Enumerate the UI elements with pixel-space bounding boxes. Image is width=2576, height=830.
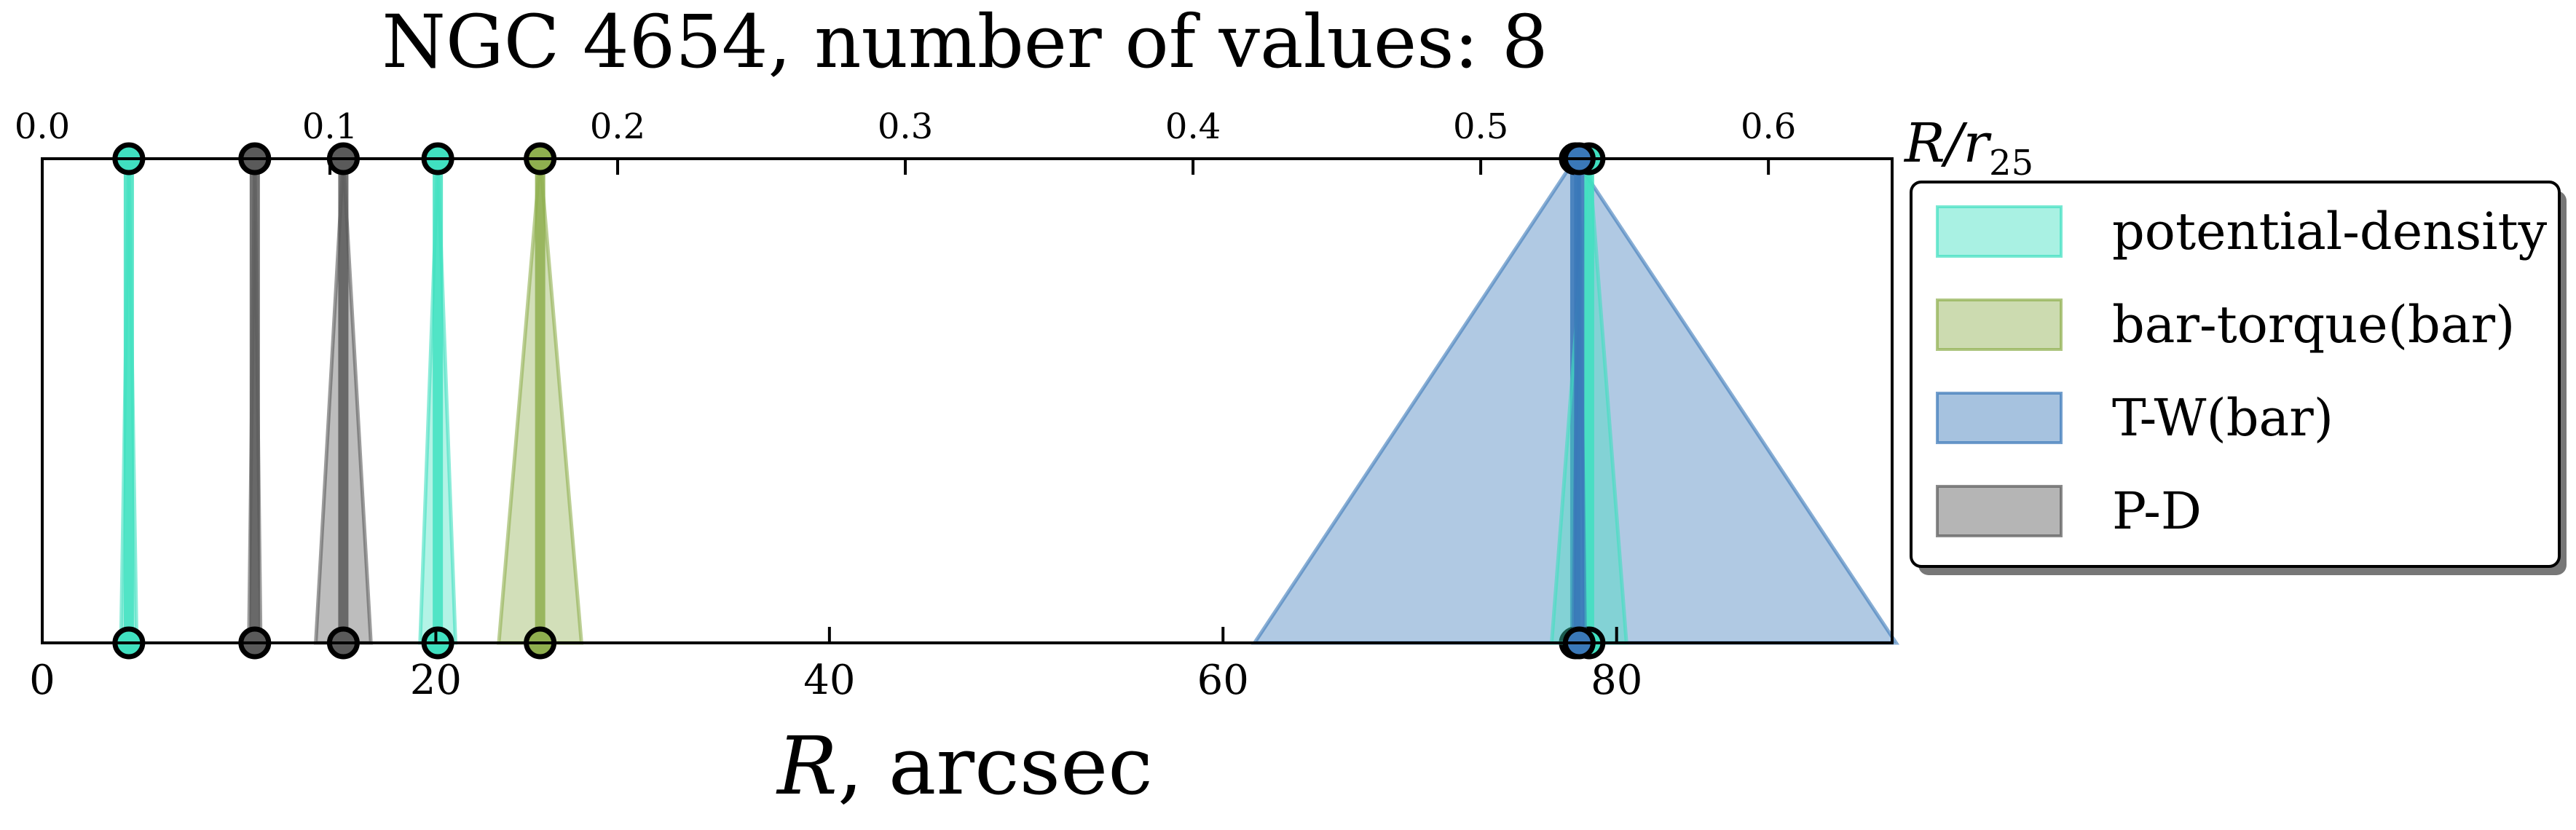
- x-tick-label-0: 0: [29, 657, 55, 704]
- x-tick-label-4: 80: [1591, 657, 1642, 704]
- x2-tick-label-1: 0.1: [302, 106, 358, 147]
- data-marks: [112, 142, 1900, 660]
- x2-tick-label-0: 0.0: [15, 106, 70, 147]
- x2-tick-label-5: 0.5: [1453, 106, 1508, 147]
- legend-label-2: T-W(bar): [2112, 388, 2333, 448]
- legend-label-0: potential-density: [2112, 202, 2548, 261]
- series-mark-2: [313, 142, 373, 660]
- series-mark-1: [238, 142, 272, 660]
- x-tick-label-3: 60: [1197, 657, 1249, 704]
- x2-tick-label-2: 0.2: [590, 106, 645, 147]
- legend-label-1: bar-torque(bar): [2112, 295, 2515, 355]
- x-axis-ticks: 0 20 40 60 80: [29, 627, 1642, 704]
- x2-tick-label-3: 0.3: [878, 106, 933, 147]
- top-axis-ticks: 0.0 0.1 0.2 0.3 0.4 0.5 0.6: [15, 106, 1796, 175]
- top-axis-label-r: R/r: [1903, 112, 1993, 175]
- series-mark-0: [112, 142, 146, 660]
- top-axis-label: R/r25: [1903, 112, 2033, 183]
- x-tick-label-1: 20: [410, 657, 462, 704]
- x-axis-label: R, arcsec: [776, 719, 1153, 813]
- legend-swatch-3: [1936, 485, 2063, 537]
- x-axis-label-unit: , arcsec: [838, 719, 1153, 813]
- legend-swatch-2: [1936, 392, 2063, 444]
- top-axis-label-subscript: 25: [1989, 143, 2033, 183]
- legend-items: potential-density bar-torque(bar) T-W(bar)…: [1936, 202, 2548, 541]
- series-mark-3: [418, 142, 458, 660]
- x2-tick-label-4: 0.4: [1165, 106, 1221, 147]
- x-tick-label-2: 40: [803, 657, 855, 704]
- legend: potential-density bar-torque(bar) T-W(bar)…: [1910, 181, 2567, 575]
- legend-label-3: P-D: [2112, 481, 2202, 541]
- legend-swatch-0: [1936, 205, 2063, 258]
- chart-title: NGC 4654, number of values: 8: [382, 0, 1548, 84]
- legend-box: [1910, 181, 2561, 568]
- plot-frame: [41, 157, 1894, 644]
- legend-swatch-1: [1936, 299, 2063, 351]
- series-mark-4: [497, 142, 584, 660]
- x2-tick-label-6: 0.6: [1741, 106, 1796, 147]
- x-axis-label-symbol: R: [776, 719, 838, 813]
